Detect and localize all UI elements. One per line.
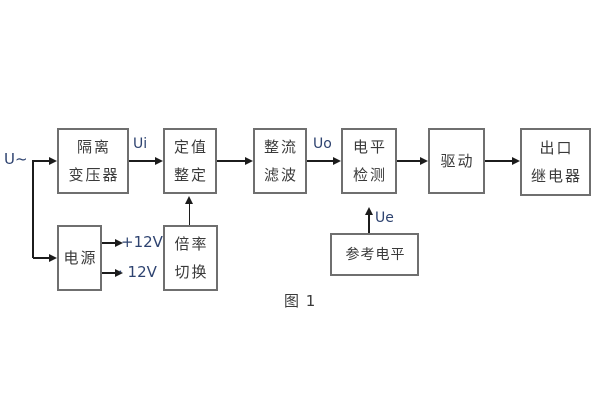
arrowhead-up-icon — [185, 196, 194, 204]
block-label: 隔离 — [76, 138, 111, 156]
block-power-supply: 电源 — [57, 225, 102, 291]
arrowhead-right-icon — [49, 253, 57, 262]
arrowhead-right-icon — [512, 156, 520, 165]
block-label: 驱动 — [440, 152, 475, 170]
label-ui: Ui — [133, 136, 148, 152]
block-label: 继电器 — [530, 167, 582, 185]
block-label: 切换 — [174, 263, 209, 281]
block-output-relay: 出口 继电器 — [520, 128, 591, 196]
connector-level-to-driver — [397, 160, 420, 162]
arrowhead-right-icon — [333, 156, 341, 165]
label-plus-12v: +12V — [121, 233, 163, 251]
label-uo: Uo — [313, 136, 332, 152]
block-label: 整定 — [173, 166, 208, 184]
arrowhead-right-icon — [115, 238, 123, 247]
block-label: 倍率 — [174, 235, 209, 253]
block-label: 整流 — [263, 138, 298, 156]
block-label: 变压器 — [68, 166, 120, 184]
arrowhead-right-icon — [115, 268, 123, 277]
connector-setpoint-to-rectifier — [217, 160, 245, 162]
block-label: 滤波 — [263, 166, 298, 184]
connector-driver-to-relay — [485, 160, 512, 162]
block-label: 电源 — [63, 249, 98, 267]
connector-multiplier-to-setpoint — [188, 204, 191, 225]
connector-input-branch — [32, 160, 34, 259]
arrowhead-right-icon — [155, 156, 163, 165]
arrowhead-right-icon — [49, 156, 57, 165]
block-level-detector: 电平 检测 — [341, 128, 397, 194]
figure-caption: 图 1 — [284, 292, 317, 310]
block-driver: 驱动 — [428, 128, 485, 194]
label-minus-12v: · 12V — [118, 263, 157, 281]
block-label: 参考电平 — [345, 246, 406, 263]
block-label: 检测 — [352, 166, 387, 184]
label-ue: Ue — [375, 210, 394, 226]
arrowhead-up-icon — [364, 207, 373, 215]
block-label: 出口 — [539, 139, 574, 157]
connector-power-minus12 — [102, 272, 115, 274]
connector-rectifier-to-level — [307, 160, 333, 162]
block-rectifier-filter: 整流 滤波 — [253, 128, 307, 194]
label-input-voltage: U~ — [4, 150, 28, 168]
connector-reference-to-level — [368, 215, 370, 233]
block-label: 电平 — [352, 138, 387, 156]
block-reference-level: 参考电平 — [330, 233, 419, 276]
arrowhead-right-icon — [420, 156, 428, 165]
connector-input-to-power — [33, 257, 49, 259]
connector-input-to-transformer — [33, 160, 49, 162]
block-multiplier-switch: 倍率 切换 — [163, 225, 218, 291]
block-setpoint-adjust: 定值 整定 — [163, 128, 217, 194]
block-isolation-transformer: 隔离 变压器 — [57, 128, 129, 194]
block-label: 定值 — [173, 138, 208, 156]
arrowhead-right-icon — [245, 156, 253, 165]
connector-transformer-to-setpoint — [129, 160, 155, 162]
connector-power-plus12 — [102, 242, 115, 244]
